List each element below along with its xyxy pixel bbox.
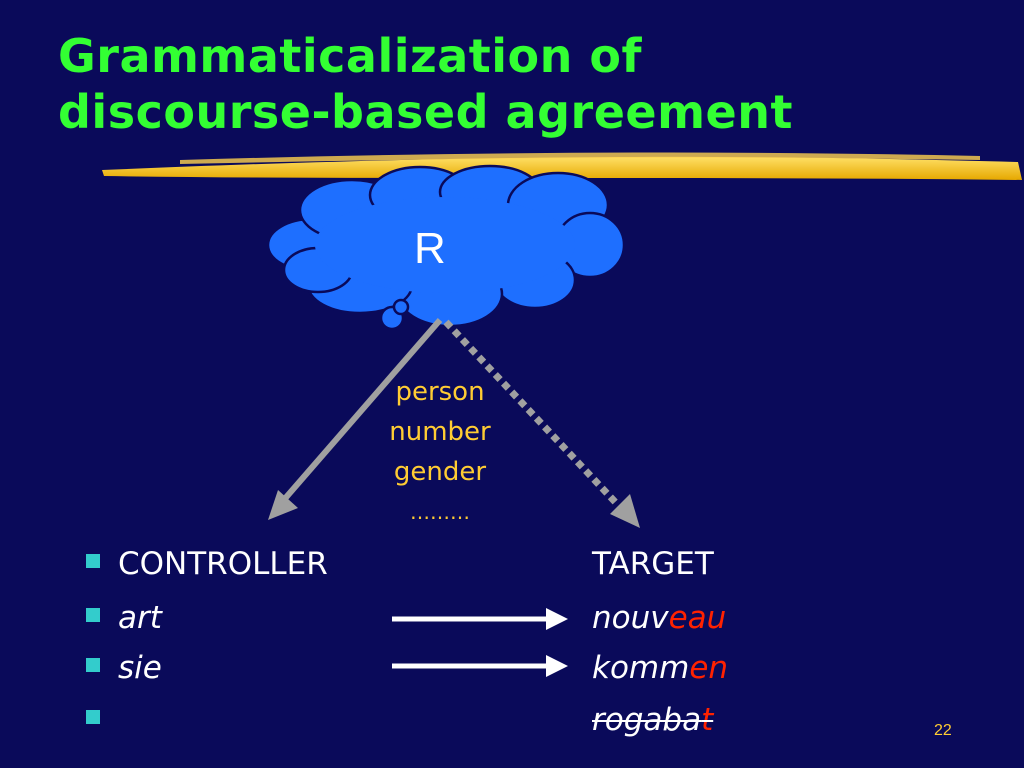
- target-stem: rogaba: [592, 702, 702, 738]
- bullet-square-icon: [86, 658, 100, 672]
- controller-word: art: [118, 600, 162, 636]
- target-suffix: eau: [668, 600, 727, 636]
- agreement-features: person number gender ………: [380, 372, 500, 532]
- title-line-2: discourse-based agreement: [58, 85, 793, 139]
- slide-title: Grammaticalization of discourse-based ag…: [58, 28, 793, 140]
- target-suffix: en: [689, 650, 729, 686]
- target-label: TARGET: [592, 544, 714, 584]
- page-number: 22: [934, 722, 952, 739]
- list-item: CONTROLLER TARGET: [0, 544, 1024, 584]
- target-stem: nouv: [592, 600, 669, 636]
- target-word: nouveau: [592, 598, 726, 638]
- target-stem: TARGET: [592, 546, 714, 582]
- controller-label: CONTROLLER: [118, 546, 328, 582]
- controller-arrow: [268, 318, 443, 520]
- target-arrow: [443, 319, 640, 528]
- feature-person: person: [395, 377, 485, 407]
- row-arrow-art: [392, 608, 568, 630]
- target-suffix: t: [701, 702, 714, 738]
- row-arrow-sie: [392, 655, 568, 677]
- feature-ellipsis: ………: [410, 500, 470, 524]
- feature-gender: gender: [393, 457, 487, 487]
- target-word-struck: rogabat: [578, 700, 727, 740]
- list-item: art nouveau: [0, 598, 1024, 638]
- title-underline-highlight: [102, 152, 1022, 180]
- target-word: kommen: [592, 648, 728, 688]
- bullet-square-icon: [86, 554, 100, 568]
- thought-cloud: [266, 164, 626, 331]
- cloud-label: R: [414, 224, 446, 273]
- bullet-square-icon: [86, 710, 100, 724]
- controller-word: sie: [118, 650, 162, 686]
- title-line-1: Grammaticalization of: [58, 29, 643, 83]
- list-item: rogabat: [0, 700, 1024, 740]
- feature-number: number: [389, 417, 491, 447]
- bullet-square-icon: [86, 608, 100, 622]
- target-stem: komm: [592, 650, 690, 686]
- list-item: sie kommen: [0, 648, 1024, 688]
